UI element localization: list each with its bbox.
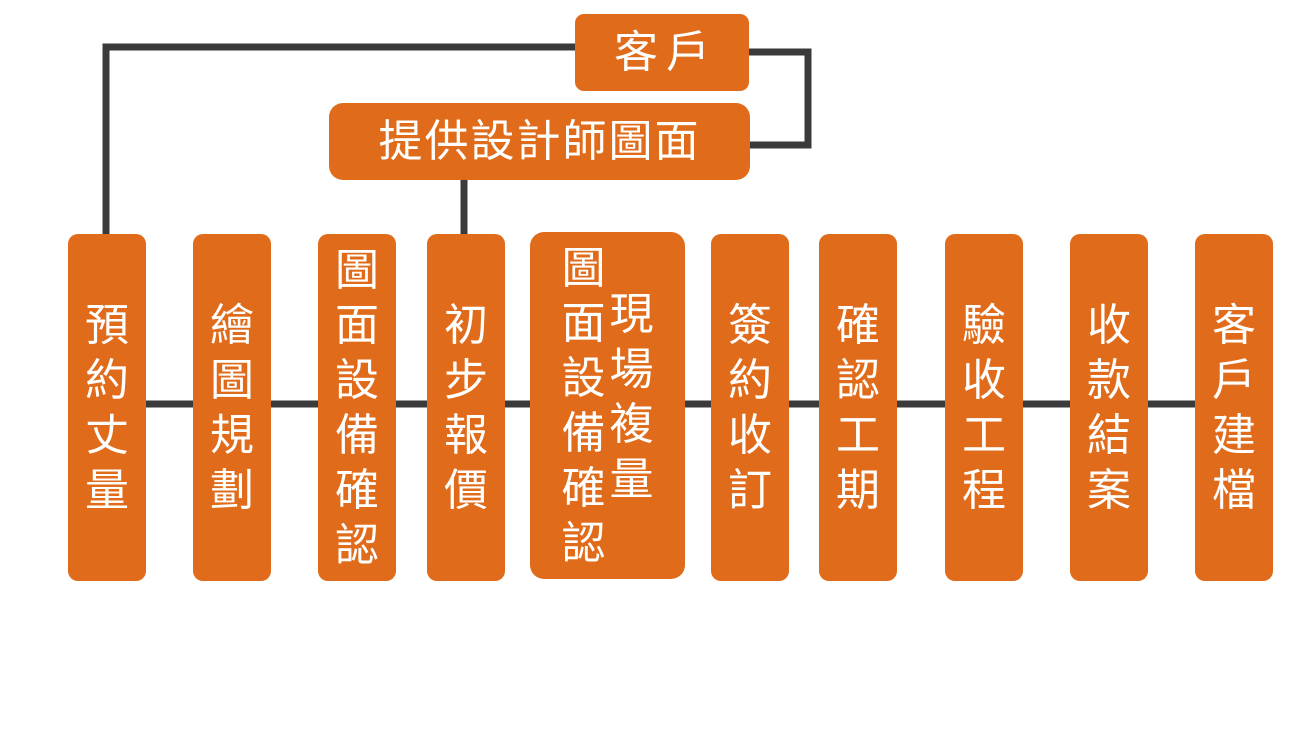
step-box-6: 簽約收訂 bbox=[711, 234, 789, 581]
step-text-column: 收款結案 bbox=[1087, 299, 1131, 516]
step-box-9: 收款結案 bbox=[1070, 234, 1148, 581]
step-text-column: 繪圖規劃 bbox=[210, 299, 254, 516]
step-label-10: 客戶建檔 bbox=[1212, 298, 1256, 518]
step-box-4: 初步報價 bbox=[427, 234, 505, 581]
step-label-3: 圖面設備確認 bbox=[335, 243, 379, 573]
step-label-6: 簽約收訂 bbox=[728, 298, 772, 518]
step-text-column: 圖面設備確認 bbox=[335, 244, 379, 571]
step-label-7: 確認工期 bbox=[836, 298, 880, 518]
step-box-8: 驗收工程 bbox=[945, 234, 1023, 581]
step-label-2: 繪圖規劃 bbox=[210, 298, 254, 518]
step-text-column: 確認工期 bbox=[836, 299, 880, 516]
step-box-3: 圖面設備確認 bbox=[318, 234, 396, 581]
step-text-column: 現場複量 bbox=[609, 288, 654, 505]
step-box-5: 現場複量圖面設備確認 bbox=[530, 232, 685, 579]
step-box-2: 繪圖規劃 bbox=[193, 234, 271, 581]
step-text-column: 圖面設備確認 bbox=[561, 242, 606, 569]
step-label-1: 預約丈量 bbox=[85, 298, 129, 518]
step-label-9: 收款結案 bbox=[1087, 298, 1131, 518]
provide-drawings-label: 提供設計師圖面 bbox=[378, 115, 701, 167]
step-box-10: 客戶建檔 bbox=[1195, 234, 1273, 581]
step-text-column: 預約丈量 bbox=[85, 299, 129, 516]
step-box-1: 預約丈量 bbox=[68, 234, 146, 581]
client-label: 客戶 bbox=[614, 26, 718, 78]
client-box: 客戶 bbox=[575, 14, 749, 91]
provide-drawings-box: 提供設計師圖面 bbox=[329, 103, 750, 180]
step-text-column: 客戶建檔 bbox=[1212, 299, 1256, 516]
step-box-7: 確認工期 bbox=[819, 234, 897, 581]
step-text-column: 簽約收訂 bbox=[728, 299, 772, 516]
step-text-column: 初步報價 bbox=[444, 299, 488, 516]
step-label-4: 初步報價 bbox=[444, 298, 488, 518]
step-label-5: 現場複量圖面設備確認 bbox=[562, 241, 654, 571]
step-label-8: 驗收工程 bbox=[962, 298, 1006, 518]
client-to-drawings-loop-line bbox=[744, 48, 812, 149]
step-text-column: 驗收工程 bbox=[962, 299, 1006, 516]
client-to-first-step-line bbox=[102, 43, 582, 240]
